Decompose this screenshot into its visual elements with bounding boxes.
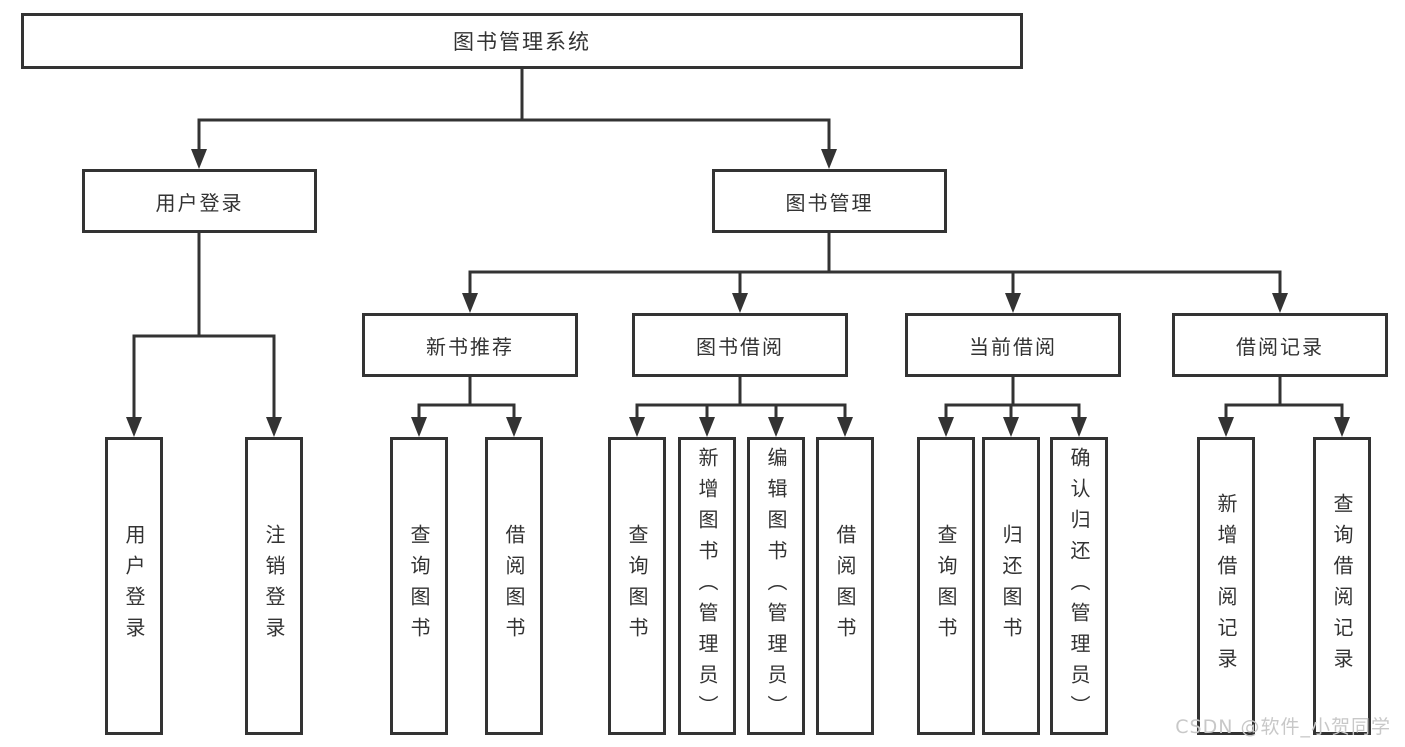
csdn-watermark: CSDN @软件_小贺同学 — [1175, 716, 1391, 738]
node-current-borrow: 当前借阅 — [905, 313, 1121, 377]
leaf-user-login: 用户登录 — [105, 437, 163, 735]
node-library-system: 图书管理系统 — [21, 13, 1023, 69]
node-new-book-recommend: 新书推荐 — [362, 313, 578, 377]
leaf-label: 借阅图书 — [833, 524, 857, 648]
leaf-label: 归还图书 — [999, 524, 1023, 648]
node-user-login: 用户登录 — [82, 169, 317, 233]
leaf-label: 借阅图书 — [502, 524, 526, 648]
node-label: 借阅记录 — [1236, 334, 1324, 359]
leaf-label: 新增借阅记录 — [1214, 493, 1238, 679]
leaf-borrow-books: 借阅图书 — [816, 437, 874, 735]
node-label: 图书管理 — [785, 190, 874, 215]
leaf-add-borrow-record: 新增借阅记录 — [1197, 437, 1255, 735]
leaf-confirm-return-admin: 确认归还（管理员） — [1050, 437, 1108, 735]
node-label: 用户登录 — [155, 190, 244, 215]
leaf-label: 查询图书 — [625, 524, 649, 648]
leaf-logout: 注销登录 — [245, 437, 303, 735]
leaf-query-borrow-record: 查询借阅记录 — [1313, 437, 1371, 735]
leaf-label: 注销登录 — [262, 524, 286, 648]
leaf-label: 查询图书 — [934, 524, 958, 648]
leaf-query-books-borrow: 查询图书 — [608, 437, 666, 735]
node-label: 新书推荐 — [426, 334, 514, 359]
leaf-label: 用户登录 — [122, 524, 146, 648]
node-label: 当前借阅 — [969, 334, 1057, 359]
leaf-return-book: 归还图书 — [982, 437, 1040, 735]
arrowhead-triangles — [126, 149, 1350, 437]
node-label: 图书借阅 — [696, 334, 784, 359]
node-book-management: 图书管理 — [712, 169, 947, 233]
node-label: 图书管理系统 — [453, 30, 591, 54]
node-borrow-records: 借阅记录 — [1172, 313, 1388, 377]
leaf-label: 编辑图书（管理员） — [764, 446, 788, 726]
connector-lines — [132, 69, 1344, 421]
leaf-label: 新增图书（管理员） — [695, 446, 719, 726]
leaf-edit-book-admin: 编辑图书（管理员） — [747, 437, 805, 735]
node-book-borrow: 图书借阅 — [632, 313, 848, 377]
leaf-label: 查询图书 — [407, 524, 431, 648]
leaf-label: 查询借阅记录 — [1330, 493, 1354, 679]
leaf-borrow-books-recommend: 借阅图书 — [485, 437, 543, 735]
leaf-query-books-current: 查询图书 — [917, 437, 975, 735]
leaf-label: 确认归还（管理员） — [1067, 446, 1091, 726]
leaf-query-books-recommend: 查询图书 — [390, 437, 448, 735]
leaf-add-book-admin: 新增图书（管理员） — [678, 437, 736, 735]
